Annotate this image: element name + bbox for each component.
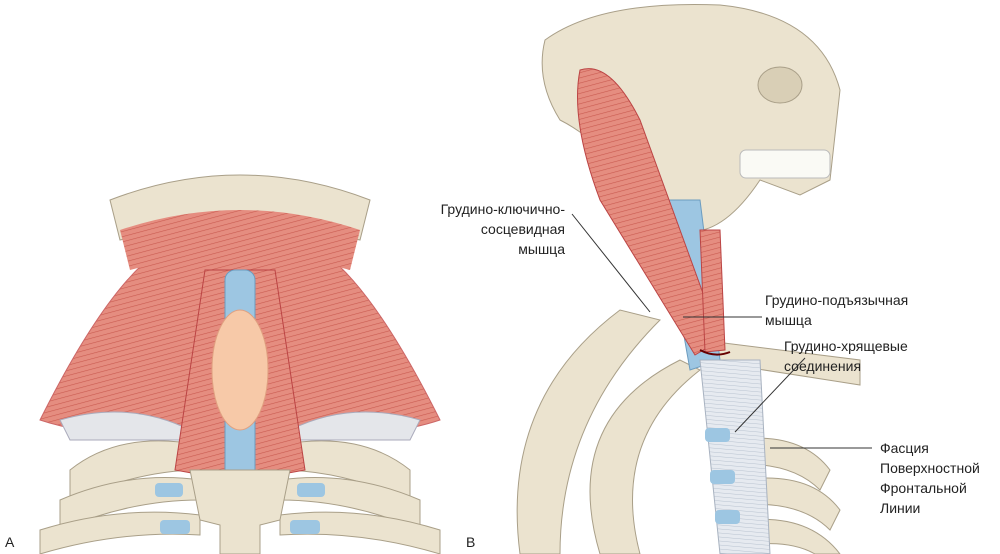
label-sternocleidomastoid: Грудино-ключично- сосцевидная мышца — [420, 199, 565, 259]
label-sternohyoid: Грудино-подъязычная мышца — [765, 290, 908, 330]
label-line: Линии — [880, 500, 921, 516]
label-sternochondral-joints: Грудино-хрящевые соединения — [784, 336, 908, 376]
panel-b-drawing — [516, 3, 861, 554]
label-line: Фронтальной — [880, 480, 967, 496]
panel-label-a: A — [5, 534, 15, 550]
panel-label-b: B — [466, 534, 476, 550]
leader-lines — [571, 213, 872, 449]
label-line: Поверхностной — [880, 460, 980, 476]
label-line: соединения — [784, 358, 862, 374]
label-line: Грудино-подъязычная — [765, 292, 909, 308]
label-line: Грудино-ключично- — [440, 201, 565, 217]
label-line: мышца — [518, 241, 565, 257]
label-fascia: Фасция Поверхностной Фронтальной Линии — [880, 438, 980, 518]
panel-a-drawing — [39, 174, 441, 554]
label-line: сосцевидная — [480, 221, 565, 237]
label-line: Грудино-хрящевые — [784, 338, 908, 354]
label-line: мышца — [765, 312, 812, 328]
label-line: Фасция — [880, 440, 929, 456]
